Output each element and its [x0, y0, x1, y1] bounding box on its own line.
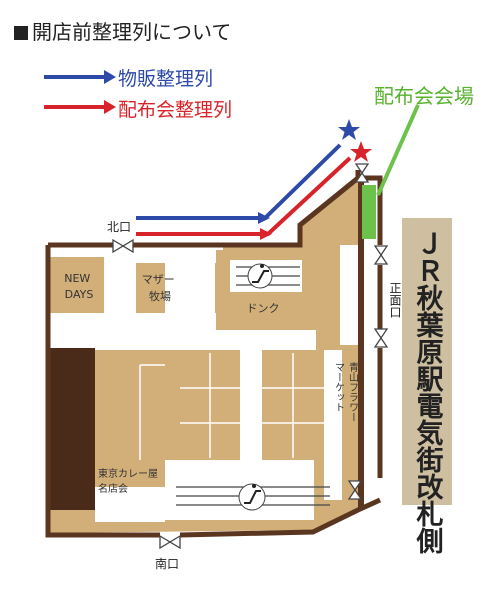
corridor-between-shops [104, 245, 136, 313]
corridor-top-mid [135, 245, 223, 263]
goods-queue-star-icon [338, 119, 360, 140]
goods-queue-line [136, 143, 342, 224]
store-tokyo-curry-label: 東京カレー屋 名店会 [98, 467, 161, 495]
store-mother-farm-label: マザー 牧場 [142, 273, 179, 303]
distribution-queue-line [136, 156, 352, 240]
legend-distribution-label: 配布会整理列 [118, 99, 233, 121]
new-days-line2: DAYS [65, 288, 94, 301]
corridor-bottom-left [95, 487, 165, 522]
title-text: 開店前整理列について [32, 20, 232, 44]
corridor-middle-gap [240, 350, 262, 460]
door-icon-main-lower [373, 328, 389, 348]
store-donq-label: ドンク [247, 302, 280, 315]
jr-gate-label: ＪＲ秋葉原駅電気街改札側 [412, 230, 445, 554]
store-new-days-label: NEW DAYS [64, 272, 94, 301]
venue-pointer [376, 104, 420, 196]
store-aoyama-flower [342, 350, 358, 445]
distribution-venue [362, 185, 376, 239]
entrance-main-label: 正面口 [388, 282, 402, 318]
legend-goods-label: 物販整理列 [118, 68, 214, 90]
escalator-icon-top [230, 260, 302, 292]
legend-distribution-arrow [44, 100, 116, 114]
store-new-days [55, 258, 103, 313]
outer-wall [45, 170, 383, 538]
dark-block [48, 348, 95, 510]
door-icon-north [112, 238, 134, 254]
store-aoyama-flower-label: 青山フラワー [347, 361, 359, 422]
corridor-mid-gap [165, 263, 215, 313]
distribution-queue-star-icon [350, 141, 372, 162]
store-aoyama-flower-label-2: マーケット [333, 362, 345, 412]
title-square-icon [14, 26, 28, 40]
entrance-south-label: 南口 [155, 556, 179, 571]
new-days-line1: NEW [64, 272, 90, 285]
page-title: 開店前整理列について [14, 16, 231, 45]
store-dividers [139, 353, 324, 460]
corridor-top-left [48, 245, 105, 257]
store-left-large [95, 350, 165, 487]
door-icon-south [159, 534, 181, 550]
escalator-icon-bottom [176, 483, 330, 511]
store-mother-farm [136, 263, 164, 313]
right-wall [358, 178, 364, 508]
corridor-right-column [340, 245, 358, 345]
door-icon-venue [354, 163, 370, 183]
legend-goods-arrow [44, 70, 116, 84]
corridor-bottom [164, 460, 314, 520]
door-icon-main-upper [373, 245, 389, 265]
jr-gate-box [402, 218, 452, 505]
corridor-right-gap [324, 350, 342, 500]
door-icon-right-bottom [347, 480, 363, 500]
venue-label: 配布会会場 [374, 84, 474, 108]
entrance-north-label: 北口 [107, 220, 131, 234]
